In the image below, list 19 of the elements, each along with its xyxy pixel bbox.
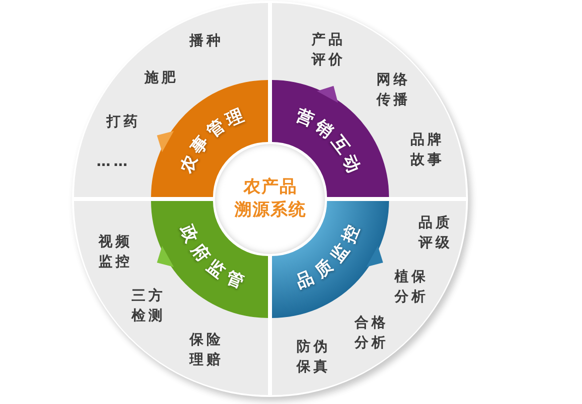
item-label: 视频监控 [97,233,134,272]
item-label: 防伪保真 [295,338,332,377]
segment-label: 农事管理 [176,104,248,177]
center-title: 农产品溯源系统 [234,176,306,222]
item-label: 保险理赔 [188,331,224,370]
item-label: 打药 [105,113,142,132]
item-label: 播种 [188,32,224,51]
item-label: 产品评价 [310,31,346,70]
segment-label: 政府监管 [176,221,248,294]
item-label: …… [96,153,132,172]
item-label: 合格分析 [353,314,390,353]
item-label: 品质评级 [417,214,454,253]
item-label: 施肥 [143,69,180,88]
item-label: 网络传播 [375,71,412,110]
segment-label: 品质监控 [292,221,364,294]
item-label: 植保分析 [393,268,430,307]
item-label: 品牌故事 [409,131,446,170]
item-label: 三方检测 [130,286,166,326]
segment-label: 营销互动 [292,104,364,177]
